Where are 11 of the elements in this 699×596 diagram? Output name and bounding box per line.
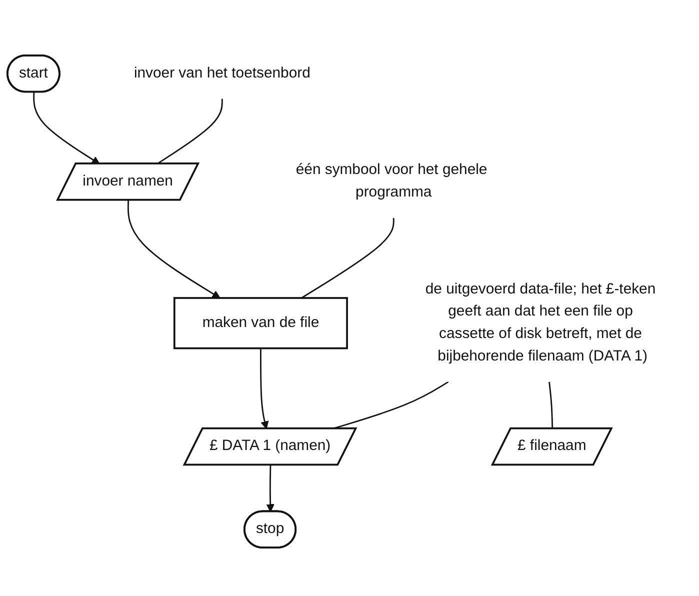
node-text: invoer van het toetsenbord [134, 65, 310, 82]
node-text: één symbool voor het gehele programma [296, 162, 488, 200]
arrow [266, 465, 274, 512]
arrow [127, 200, 220, 298]
arrow [260, 348, 269, 430]
connector [156, 98, 223, 164]
node-box: maken van de file [173, 297, 348, 350]
node-text: de uitgevoerd data-file; het £-teken geeft aan dat het een file op cassette of disk betreft, met de bijbehorende filenaam (DATA 1) [425, 281, 656, 364]
connector [301, 218, 394, 299]
arrow [33, 92, 100, 164]
connector [548, 382, 554, 429]
